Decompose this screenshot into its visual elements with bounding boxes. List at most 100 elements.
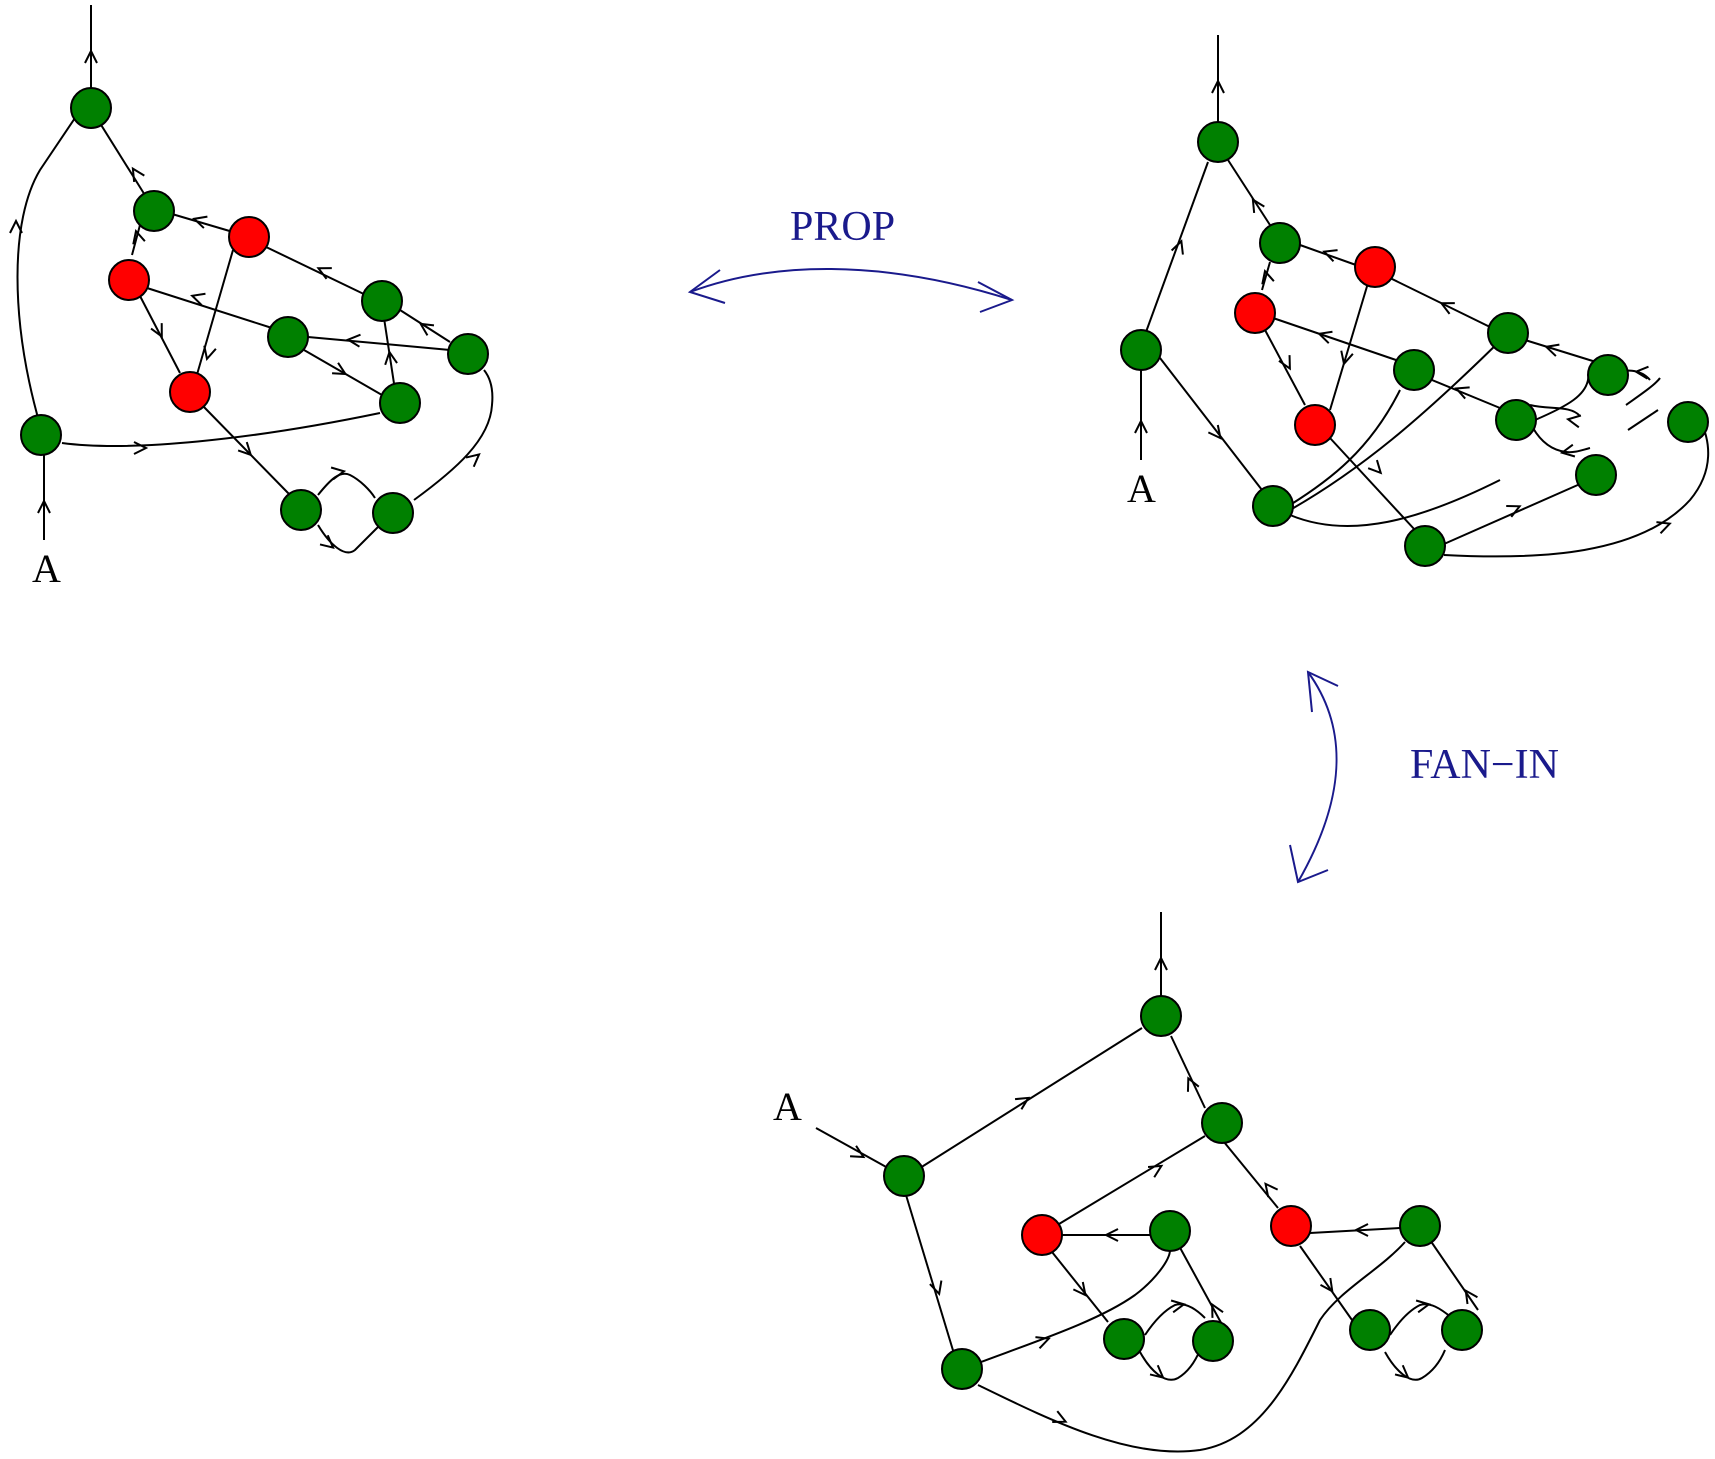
edge — [1289, 389, 1401, 506]
edge-arrow — [1367, 459, 1387, 479]
green-node — [1404, 525, 1446, 567]
edge-arrow — [346, 332, 362, 348]
red-node — [169, 371, 211, 413]
edge — [1170, 1035, 1206, 1109]
edge — [1431, 379, 1501, 409]
edge — [1529, 404, 1581, 417]
green-node — [1140, 995, 1182, 1037]
green-node — [1192, 1320, 1234, 1362]
edge — [1627, 409, 1659, 431]
graph-1: A — [9, 5, 494, 591]
green-node — [379, 382, 421, 424]
green-node — [361, 280, 403, 322]
edge — [1223, 1141, 1279, 1209]
edge — [1145, 161, 1209, 333]
edge — [1524, 339, 1597, 363]
red-node — [1354, 246, 1396, 288]
edge — [61, 412, 381, 447]
green-node — [1495, 399, 1537, 441]
red-node — [1294, 404, 1336, 446]
green-node — [1393, 349, 1435, 391]
green-node — [1441, 1309, 1483, 1351]
edge — [815, 1127, 889, 1169]
edge-arrow — [1566, 412, 1582, 429]
green-node — [1259, 222, 1301, 264]
fanin-transition: FAN−IN — [1289, 670, 1559, 884]
green-node — [20, 414, 62, 456]
prop-left-arrowhead — [687, 269, 726, 304]
edge — [1443, 483, 1581, 545]
edge — [146, 287, 273, 329]
graph-3-nodes — [883, 995, 1483, 1390]
edge — [1299, 1245, 1353, 1321]
green-node — [1103, 1318, 1145, 1360]
edge — [1139, 1349, 1201, 1381]
edge — [317, 524, 381, 554]
edge — [1384, 1349, 1446, 1381]
edge — [1227, 159, 1271, 226]
graph-2-nodes — [1120, 121, 1709, 567]
green-node — [1197, 121, 1239, 163]
edge — [980, 1249, 1171, 1363]
edge — [307, 336, 451, 351]
edge — [919, 1027, 1143, 1169]
input-label: A — [32, 546, 61, 591]
edge — [1159, 357, 1263, 491]
edge-arrow — [133, 441, 147, 455]
input-label: A — [773, 1084, 802, 1129]
prop-label: PROP — [790, 204, 895, 250]
red-node — [108, 259, 150, 301]
edge — [1051, 1251, 1109, 1323]
green-node — [280, 489, 322, 531]
edge — [1443, 419, 1710, 558]
edge — [1289, 334, 1507, 511]
green-node — [1399, 1205, 1441, 1247]
red-node — [1270, 1205, 1312, 1247]
green-node — [941, 1348, 983, 1390]
edge — [1329, 282, 1369, 411]
fanin-top-arrowhead — [1306, 670, 1339, 713]
graph-3: A — [773, 912, 1483, 1453]
green-node — [267, 316, 309, 358]
prop-double-arrow — [689, 267, 1013, 301]
prop-right-arrowhead — [977, 281, 1015, 313]
green-node — [1667, 401, 1709, 443]
graph-1-nodes — [20, 87, 489, 534]
edge — [317, 472, 376, 499]
green-node — [883, 1155, 925, 1197]
edge — [1264, 329, 1306, 406]
graph-3-edges — [815, 912, 1479, 1453]
edge — [1329, 437, 1416, 531]
edge — [1289, 479, 1501, 528]
green-node — [1487, 312, 1529, 354]
edge — [399, 309, 451, 343]
edge — [1272, 317, 1397, 361]
green-node — [372, 492, 414, 534]
edge-arrow — [1277, 354, 1297, 373]
edge — [195, 249, 234, 379]
green-node — [1575, 454, 1617, 496]
edge — [1532, 427, 1591, 454]
green-node — [1349, 1309, 1391, 1351]
red-node — [1021, 1214, 1063, 1256]
edge — [263, 245, 371, 298]
edge — [16, 114, 78, 426]
green-node — [1587, 354, 1629, 396]
graph-1-edges — [16, 5, 494, 554]
edge — [1058, 1135, 1206, 1225]
edge — [1625, 377, 1661, 406]
edge — [1177, 1243, 1226, 1331]
edge — [977, 1241, 1406, 1453]
green-node — [447, 333, 489, 375]
edge-arrow — [191, 212, 209, 230]
green-node — [70, 87, 112, 129]
edge — [905, 1194, 956, 1358]
edge — [171, 213, 234, 233]
green-node — [133, 190, 175, 232]
red-node — [1234, 292, 1276, 334]
edge — [97, 119, 149, 201]
green-node — [1149, 1210, 1191, 1252]
input-label: A — [1127, 466, 1156, 511]
fanin-label: FAN−IN — [1410, 742, 1559, 788]
